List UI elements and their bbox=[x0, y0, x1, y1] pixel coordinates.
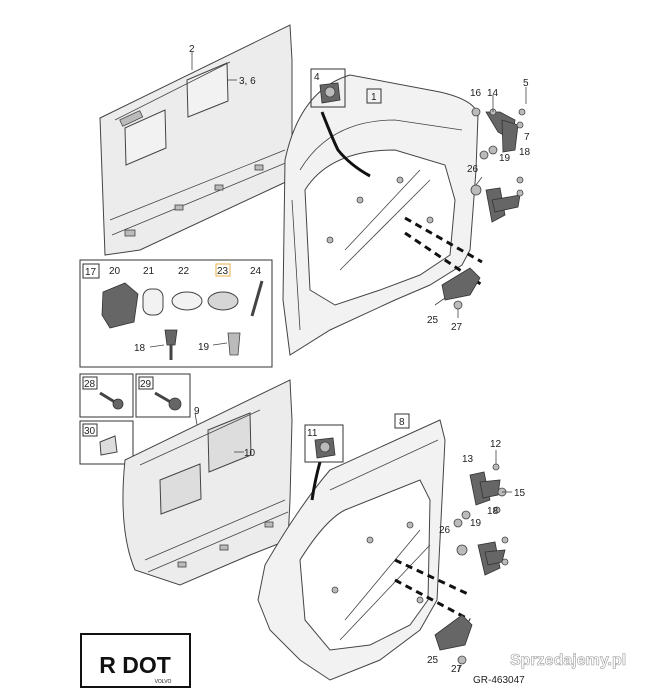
callout-18-front: 18 bbox=[519, 147, 531, 158]
callout-28: 28 bbox=[84, 379, 96, 390]
callout-26-front: 26 bbox=[467, 164, 479, 175]
callout-26-rear: 26 bbox=[439, 525, 451, 536]
front-door-trim-panel bbox=[99, 24, 293, 256]
grommet-part-4 bbox=[310, 68, 346, 108]
rear-hinge-assembly bbox=[453, 450, 512, 576]
callout-7: 7 bbox=[524, 132, 530, 143]
callout-25-rear: 25 bbox=[427, 655, 439, 666]
callout-21: 21 bbox=[143, 266, 155, 277]
callout-19-rear: 19 bbox=[470, 518, 482, 529]
front-door-shell bbox=[282, 74, 483, 356]
part-box-28 bbox=[79, 373, 134, 418]
front-check-strap bbox=[434, 267, 481, 318]
badge-main-text: R DOT bbox=[99, 652, 171, 678]
callout-27-front: 27 bbox=[451, 322, 463, 333]
callout-8: 8 bbox=[399, 417, 405, 428]
rear-check-strap bbox=[434, 614, 473, 673]
callout-15: 15 bbox=[514, 488, 526, 499]
callout-3-6: 3, 6 bbox=[239, 76, 256, 87]
callout-10: 10 bbox=[244, 448, 256, 459]
callout-18-rear: 18 bbox=[487, 506, 499, 517]
callout-4: 4 bbox=[314, 72, 320, 83]
callout-box-1 bbox=[366, 88, 382, 104]
callout-14: 14 bbox=[487, 88, 499, 99]
callout-5: 5 bbox=[523, 78, 529, 89]
part-box-30 bbox=[79, 420, 134, 465]
kit-box-17 bbox=[79, 259, 273, 368]
rear-door-shell bbox=[257, 413, 471, 681]
callout-12: 12 bbox=[490, 439, 502, 450]
front-hinge-assembly bbox=[470, 87, 527, 223]
callout-2: 2 bbox=[189, 44, 195, 55]
callout-25-front: 25 bbox=[427, 315, 439, 326]
watermark-text: Sprzedajemy.pl bbox=[510, 652, 626, 669]
callout-19-front: 19 bbox=[499, 153, 511, 164]
callout-labels: 1 2 3, 6 4 5 14 16 7 18 19 26 25 27 17 2… bbox=[84, 44, 531, 675]
grommet-part-11 bbox=[304, 424, 344, 463]
callout-17: 17 bbox=[85, 267, 97, 278]
callout-27-rear: 27 bbox=[451, 664, 463, 675]
rear-door-trim-panel bbox=[122, 379, 293, 586]
callout-20: 20 bbox=[109, 266, 121, 277]
part-box-29 bbox=[135, 373, 191, 418]
badge-sub-text: VOLVO bbox=[155, 679, 172, 685]
callout-22: 22 bbox=[178, 266, 190, 277]
panel-sticker-small bbox=[124, 109, 167, 166]
callout-9: 9 bbox=[194, 406, 200, 417]
callout-11: 11 bbox=[307, 428, 318, 439]
callout-13: 13 bbox=[462, 454, 474, 465]
callout-1: 1 bbox=[371, 92, 377, 103]
panel-sticker-large bbox=[186, 62, 229, 118]
reference-number: GR-463047 bbox=[473, 675, 525, 686]
r-dot-badge: R DOT VOLVO bbox=[80, 633, 191, 688]
callout-16: 16 bbox=[470, 88, 482, 99]
callout-29: 29 bbox=[140, 379, 152, 390]
callout-19-kit: 19 bbox=[198, 342, 210, 353]
callout-18-kit: 18 bbox=[134, 343, 146, 354]
callout-30: 30 bbox=[84, 426, 96, 437]
callout-24: 24 bbox=[250, 266, 262, 277]
callout-23: 23 bbox=[217, 266, 229, 277]
